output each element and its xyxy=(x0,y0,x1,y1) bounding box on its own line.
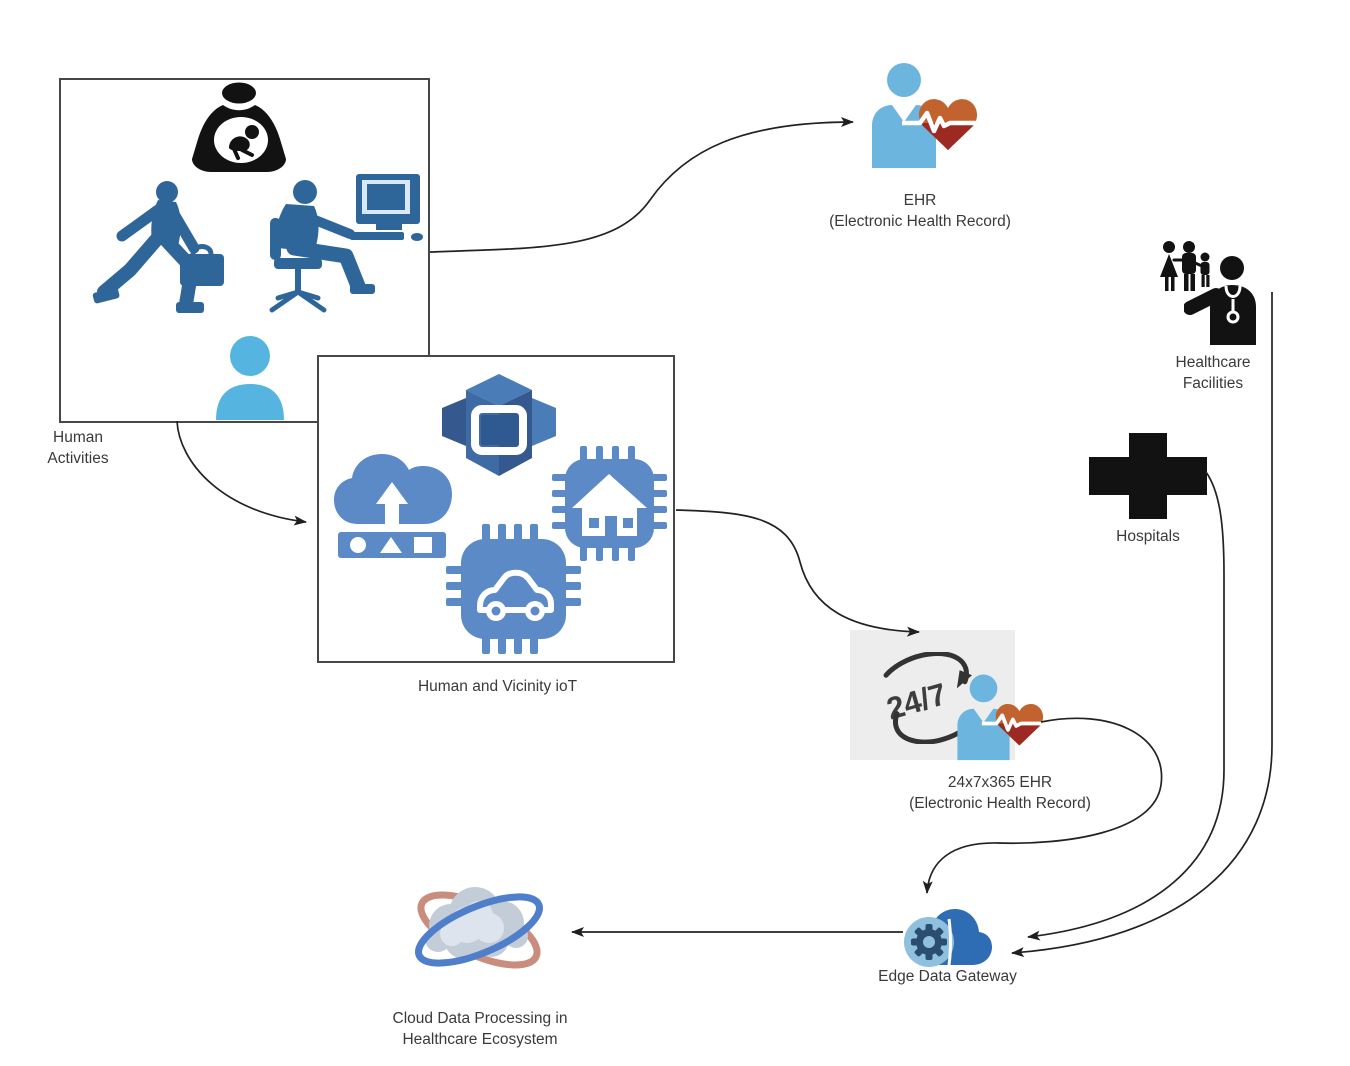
hospital-cross-icon xyxy=(1089,433,1207,519)
pregnant-woman-icon xyxy=(192,82,286,172)
smart-car-chip-icon xyxy=(446,524,581,654)
healthcare-facilities-label: Healthcare Facilities xyxy=(1148,352,1278,395)
cloud-data-processing-label-line1: Cloud Data Processing in xyxy=(392,1010,568,1027)
human-activities-label: Human Activities xyxy=(8,427,148,470)
24x7-ehr-label-line2: (Electronic Health Record) xyxy=(909,795,1091,813)
24-7-badge-text: 24/7 xyxy=(883,676,951,726)
cloud-data-processing-label: Cloud Data Processing in Healthcare Ecos… xyxy=(335,1008,625,1051)
iot-label: Human and Vicinity ioT xyxy=(417,678,578,695)
cloud-data-processing-label-line2: Healthcare Ecosystem xyxy=(402,1031,558,1049)
smart-home-chip-icon xyxy=(552,446,667,561)
24x7-ehr-label-line1: 24x7x365 EHR xyxy=(947,774,1053,791)
edge-data-gateway-label: Edge Data Gateway xyxy=(878,968,1017,985)
healthcare-facilities-label-line1: Healthcare xyxy=(1175,354,1251,371)
gear-cloud-icon xyxy=(904,909,992,967)
patient-heart-icon-small xyxy=(957,674,1044,761)
man-at-computer-icon xyxy=(269,174,423,313)
running-businessman-icon xyxy=(92,181,224,313)
patient-heart-icon xyxy=(872,63,978,168)
3d-box-icon xyxy=(442,374,556,476)
orbit-cloud-icon xyxy=(414,887,544,969)
person-icon xyxy=(216,336,284,420)
cloud-upload-icon xyxy=(334,454,452,558)
human-activities-label-line1: Human xyxy=(53,429,103,446)
connector-iot-to-24x7-ehr xyxy=(675,509,920,637)
ehr-label-line2: (Electronic Health Record) xyxy=(829,213,1011,231)
healthcare-facilities-label-line2: Facilities xyxy=(1182,375,1244,393)
family-icon xyxy=(1160,241,1210,291)
hospitals-label: Hospitals xyxy=(1116,528,1180,545)
human-activities-label-line2: Activities xyxy=(47,450,109,468)
connector-human-activities-to-iot xyxy=(176,420,307,526)
24x7-ehr-label: 24x7x365 EHR (Electronic Health Record) xyxy=(855,772,1145,815)
ehr-label: EHR (Electronic Health Record) xyxy=(790,190,1050,233)
doctor-icon xyxy=(1184,256,1256,345)
ehr-label-line1: EHR xyxy=(903,192,937,209)
